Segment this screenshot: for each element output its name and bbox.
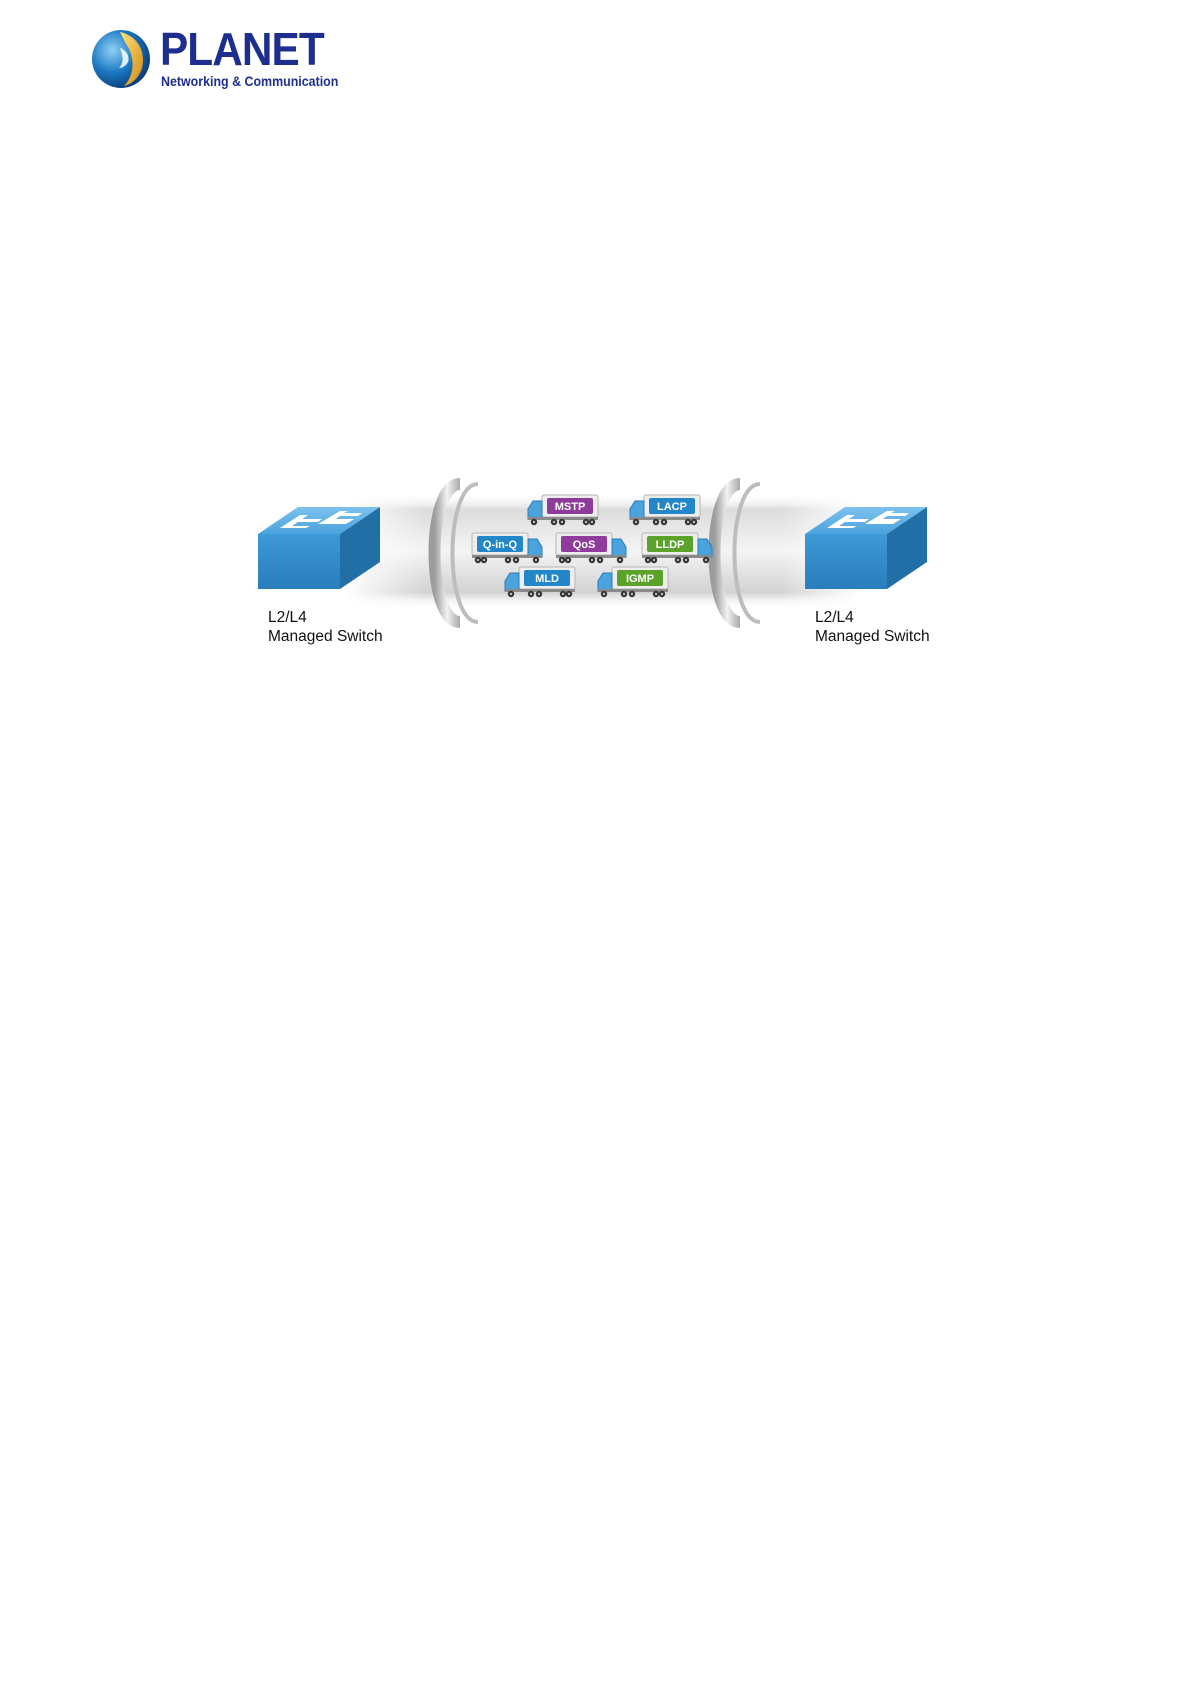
planet-logo: PLANET Networking & Communication xyxy=(90,26,340,92)
truck-label: MLD xyxy=(535,573,559,585)
left-switch-label-line2: Managed Switch xyxy=(268,627,383,646)
truck-label: LLDP xyxy=(656,539,685,551)
truck-label: Q-in-Q xyxy=(483,539,518,551)
right-switch-label: L2/L4 Managed Switch xyxy=(815,608,930,646)
truck-label: QoS xyxy=(573,539,596,551)
right-switch-label-line2: Managed Switch xyxy=(815,627,930,646)
truck-label: IGMP xyxy=(626,573,654,585)
network-diagram: MSTP LACP Q-in-Q QoS LLDP MLD IGMP L2/L4 Manag… xyxy=(250,474,950,664)
right-switch-label-line1: L2/L4 xyxy=(815,608,930,627)
left-switch-label: L2/L4 Managed Switch xyxy=(268,608,383,646)
logo-tagline: Networking & Communication xyxy=(161,74,338,89)
logo-wordmark: PLANET xyxy=(160,24,324,74)
truck-label: MSTP xyxy=(555,501,586,513)
truck-label: LACP xyxy=(657,501,687,513)
globe-icon xyxy=(90,28,152,90)
left-switch-label-line1: L2/L4 xyxy=(268,608,383,627)
